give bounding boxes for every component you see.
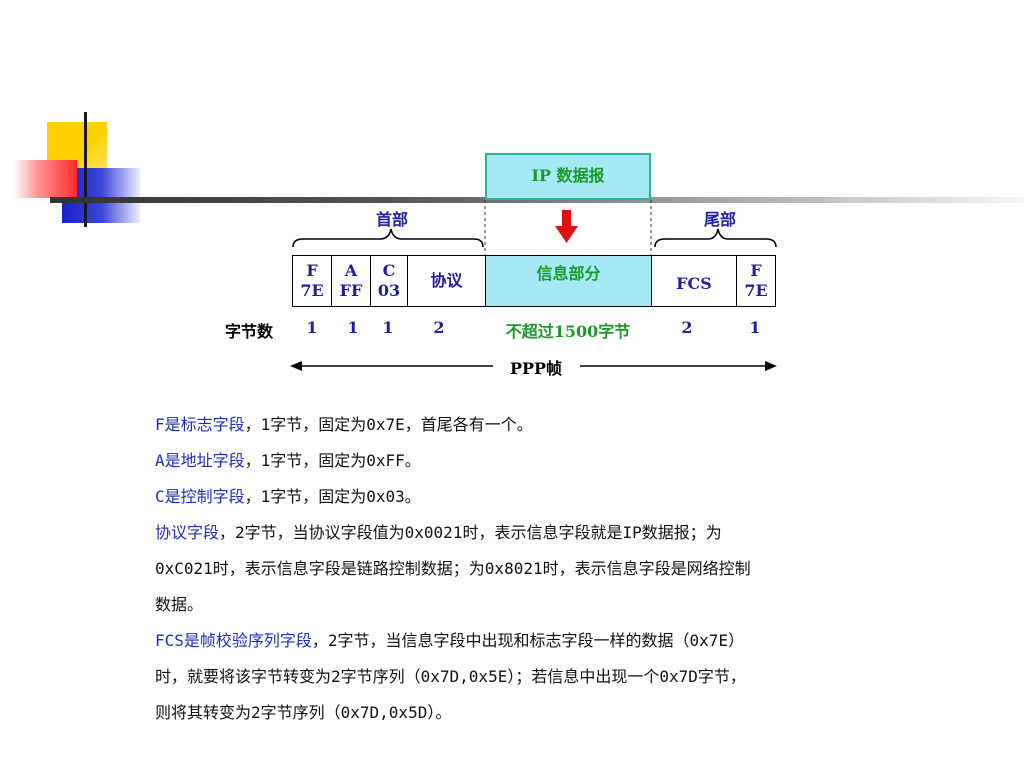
field-control: C 03 [370, 255, 408, 307]
logo-vertical-line [84, 112, 87, 227]
title-rule [50, 197, 1024, 203]
field-flag-end-value: 7E [744, 281, 768, 300]
ip-datagram-label: IP 数据报 [531, 166, 605, 185]
field-flag-start-value: 7E [300, 281, 324, 300]
desc-fcs-line: FCS是帧校验序列字段，2字节，当信息字段中出现和标志字段一样的数据（0x7E） [155, 623, 1005, 659]
field-flag-end-name: F [750, 261, 762, 280]
desc-address-detail: ，1字节，固定为0xFF。 [244, 451, 421, 470]
logo-red-square [14, 160, 77, 198]
byte-count-info: 不超过1500字节 [505, 322, 631, 341]
desc-address-line: A是地址字段，1字节，固定为0xFF。 [155, 443, 1005, 479]
header-brace [292, 228, 484, 248]
frame-arrow-left-head [290, 361, 302, 371]
field-flag-start: F 7E [292, 255, 332, 307]
desc-address-term: A是地址字段 [155, 451, 245, 470]
desc-protocol-line-3: 数据。 [155, 595, 204, 614]
desc-control-line: C是控制字段，1字节，固定为0x03。 [155, 479, 1005, 515]
byte-count-label: 字节数 [224, 322, 273, 341]
byte-count-flag-end: 1 [749, 318, 761, 337]
frame-label: PPP帧 [509, 359, 563, 378]
byte-count-flag-start: 1 [306, 318, 318, 337]
trailer-label: 尾部 [703, 210, 736, 229]
field-info: 信息部分 [485, 255, 652, 307]
desc-fcs-term: FCS是帧校验序列字段 [155, 631, 312, 650]
desc-fcs-line-3: 则将其转变为2字节序列（0x7D,0x5D）。 [155, 703, 452, 722]
header-label: 首部 [375, 210, 408, 229]
down-arrow-head [555, 226, 578, 243]
desc-protocol-term: 协议字段 [155, 523, 220, 542]
field-flag-end: F 7E [736, 255, 776, 307]
trailer-brace [654, 228, 777, 248]
desc-fcs-detail: ，2字节，当信息字段中出现和标志字段一样的数据（0x7E） [311, 631, 745, 650]
field-address-value: FF [339, 281, 363, 300]
ip-datagram-box: IP 数据报 [485, 153, 651, 200]
desc-protocol-line-2: 0xC021时，表示信息字段是链路控制数据；为0x8021时，表示信息字段是网络… [155, 559, 751, 578]
desc-flag-detail: ，1字节，固定为0x7E，首尾各有一个。 [244, 415, 533, 434]
field-fcs-name: FCS [676, 274, 712, 293]
field-address-name: A [344, 261, 358, 280]
field-flag-start-name: F [306, 261, 318, 280]
desc-control-detail: ，1字节，固定为0x03。 [244, 487, 421, 506]
frame-arrow-right-head [765, 361, 777, 371]
field-control-value: 03 [377, 281, 401, 300]
byte-count-protocol: 2 [433, 318, 445, 337]
byte-count-fcs: 2 [681, 318, 693, 337]
byte-count-address: 1 [347, 318, 359, 337]
desc-protocol-detail: ，2字节，当协议字段值为0x0021时，表示信息字段就是IP数据报；为 [219, 523, 722, 542]
field-protocol: 协议 [407, 255, 486, 307]
desc-flag-line: F是标志字段，1字节，固定为0x7E，首尾各有一个。 [155, 407, 1005, 443]
desc-protocol-line: 协议字段，2字节，当协议字段值为0x0021时，表示信息字段就是IP数据报；为 [155, 515, 1005, 551]
down-arrow-shaft [562, 210, 571, 228]
field-fcs: FCS [651, 255, 737, 307]
desc-fcs-line-2: 时，就要将该字节转变为2字节序列（0x7D,0x5E）；若信息中出现一个0x7D… [155, 667, 746, 686]
field-protocol-name: 协议 [430, 271, 463, 290]
description-text: F是标志字段，1字节，固定为0x7E，首尾各有一个。 A是地址字段，1字节，固定… [155, 407, 1005, 731]
desc-control-term: C是控制字段 [155, 487, 245, 506]
field-control-name: C [382, 261, 396, 280]
field-address: A FF [331, 255, 371, 307]
byte-count-control: 1 [382, 318, 394, 337]
desc-flag-term: F是标志字段 [155, 415, 245, 434]
field-info-name: 信息部分 [536, 264, 601, 283]
